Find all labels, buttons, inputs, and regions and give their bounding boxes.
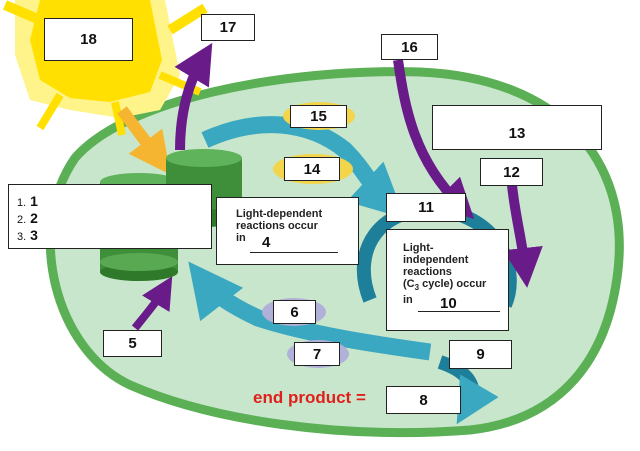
label-8[interactable]: 8 (386, 386, 461, 414)
label-7[interactable]: 7 (294, 342, 340, 366)
label-15-text: 15 (310, 108, 327, 125)
label-13-text: 13 (508, 125, 526, 142)
label-17-text: 17 (219, 19, 237, 36)
label-11-text: 11 (418, 199, 434, 216)
label-15[interactable]: 15 (290, 105, 347, 128)
label-16-text: 16 (401, 38, 418, 56)
purple-arrow-5 (131, 276, 173, 331)
purple-arrow-12 (502, 184, 543, 288)
list-item-1: 1. 1 (17, 193, 38, 210)
list-box-1-2-3[interactable] (8, 184, 212, 249)
label-6[interactable]: 6 (273, 300, 316, 324)
label-10[interactable]: 10 (440, 295, 457, 312)
label-4[interactable]: 4 (262, 234, 271, 251)
light-independent-text: Light- independent reactions (C3 cycle) … (403, 242, 487, 307)
list-item-3: 3. 3 (17, 227, 38, 244)
label-9-text: 9 (476, 346, 485, 363)
label-17[interactable]: 17 (201, 14, 255, 41)
label-18[interactable]: 18 (44, 18, 133, 61)
blank-line-10 (418, 311, 500, 312)
label-13[interactable]: 13 (432, 105, 602, 150)
purple-arrow-17 (174, 42, 213, 151)
blank-line-4 (250, 252, 338, 253)
sunlight-arrow (117, 106, 171, 175)
teal-arrow-end-product (437, 355, 499, 425)
label-8-text: 8 (419, 391, 428, 409)
purple-arrow-16 (393, 59, 475, 220)
label-7-text: 7 (312, 345, 322, 363)
label-14[interactable]: 14 (284, 157, 340, 181)
label-5[interactable]: 5 (103, 330, 162, 357)
list-item-2: 2. 2 (17, 210, 38, 227)
label-11[interactable]: 11 (386, 193, 466, 222)
label-12[interactable]: 12 (480, 158, 543, 186)
label-9[interactable]: 9 (449, 340, 512, 369)
label-14-text: 14 (303, 160, 321, 178)
label-16[interactable]: 16 (381, 34, 438, 60)
label-12-text: 12 (503, 163, 520, 181)
label-5-text: 5 (128, 335, 137, 352)
label-6-text: 6 (290, 303, 299, 321)
light-dependent-text: Light-dependent reactions occur in (236, 208, 323, 244)
light-independent-box[interactable] (386, 229, 509, 331)
teal-arrow-top (201, 116, 405, 219)
label-18-text: 18 (80, 31, 97, 48)
list-items: 1. 1 2. 2 3. 3 (17, 194, 38, 245)
end-product-label: end product = (253, 388, 366, 407)
light-dependent-box[interactable] (216, 197, 359, 265)
